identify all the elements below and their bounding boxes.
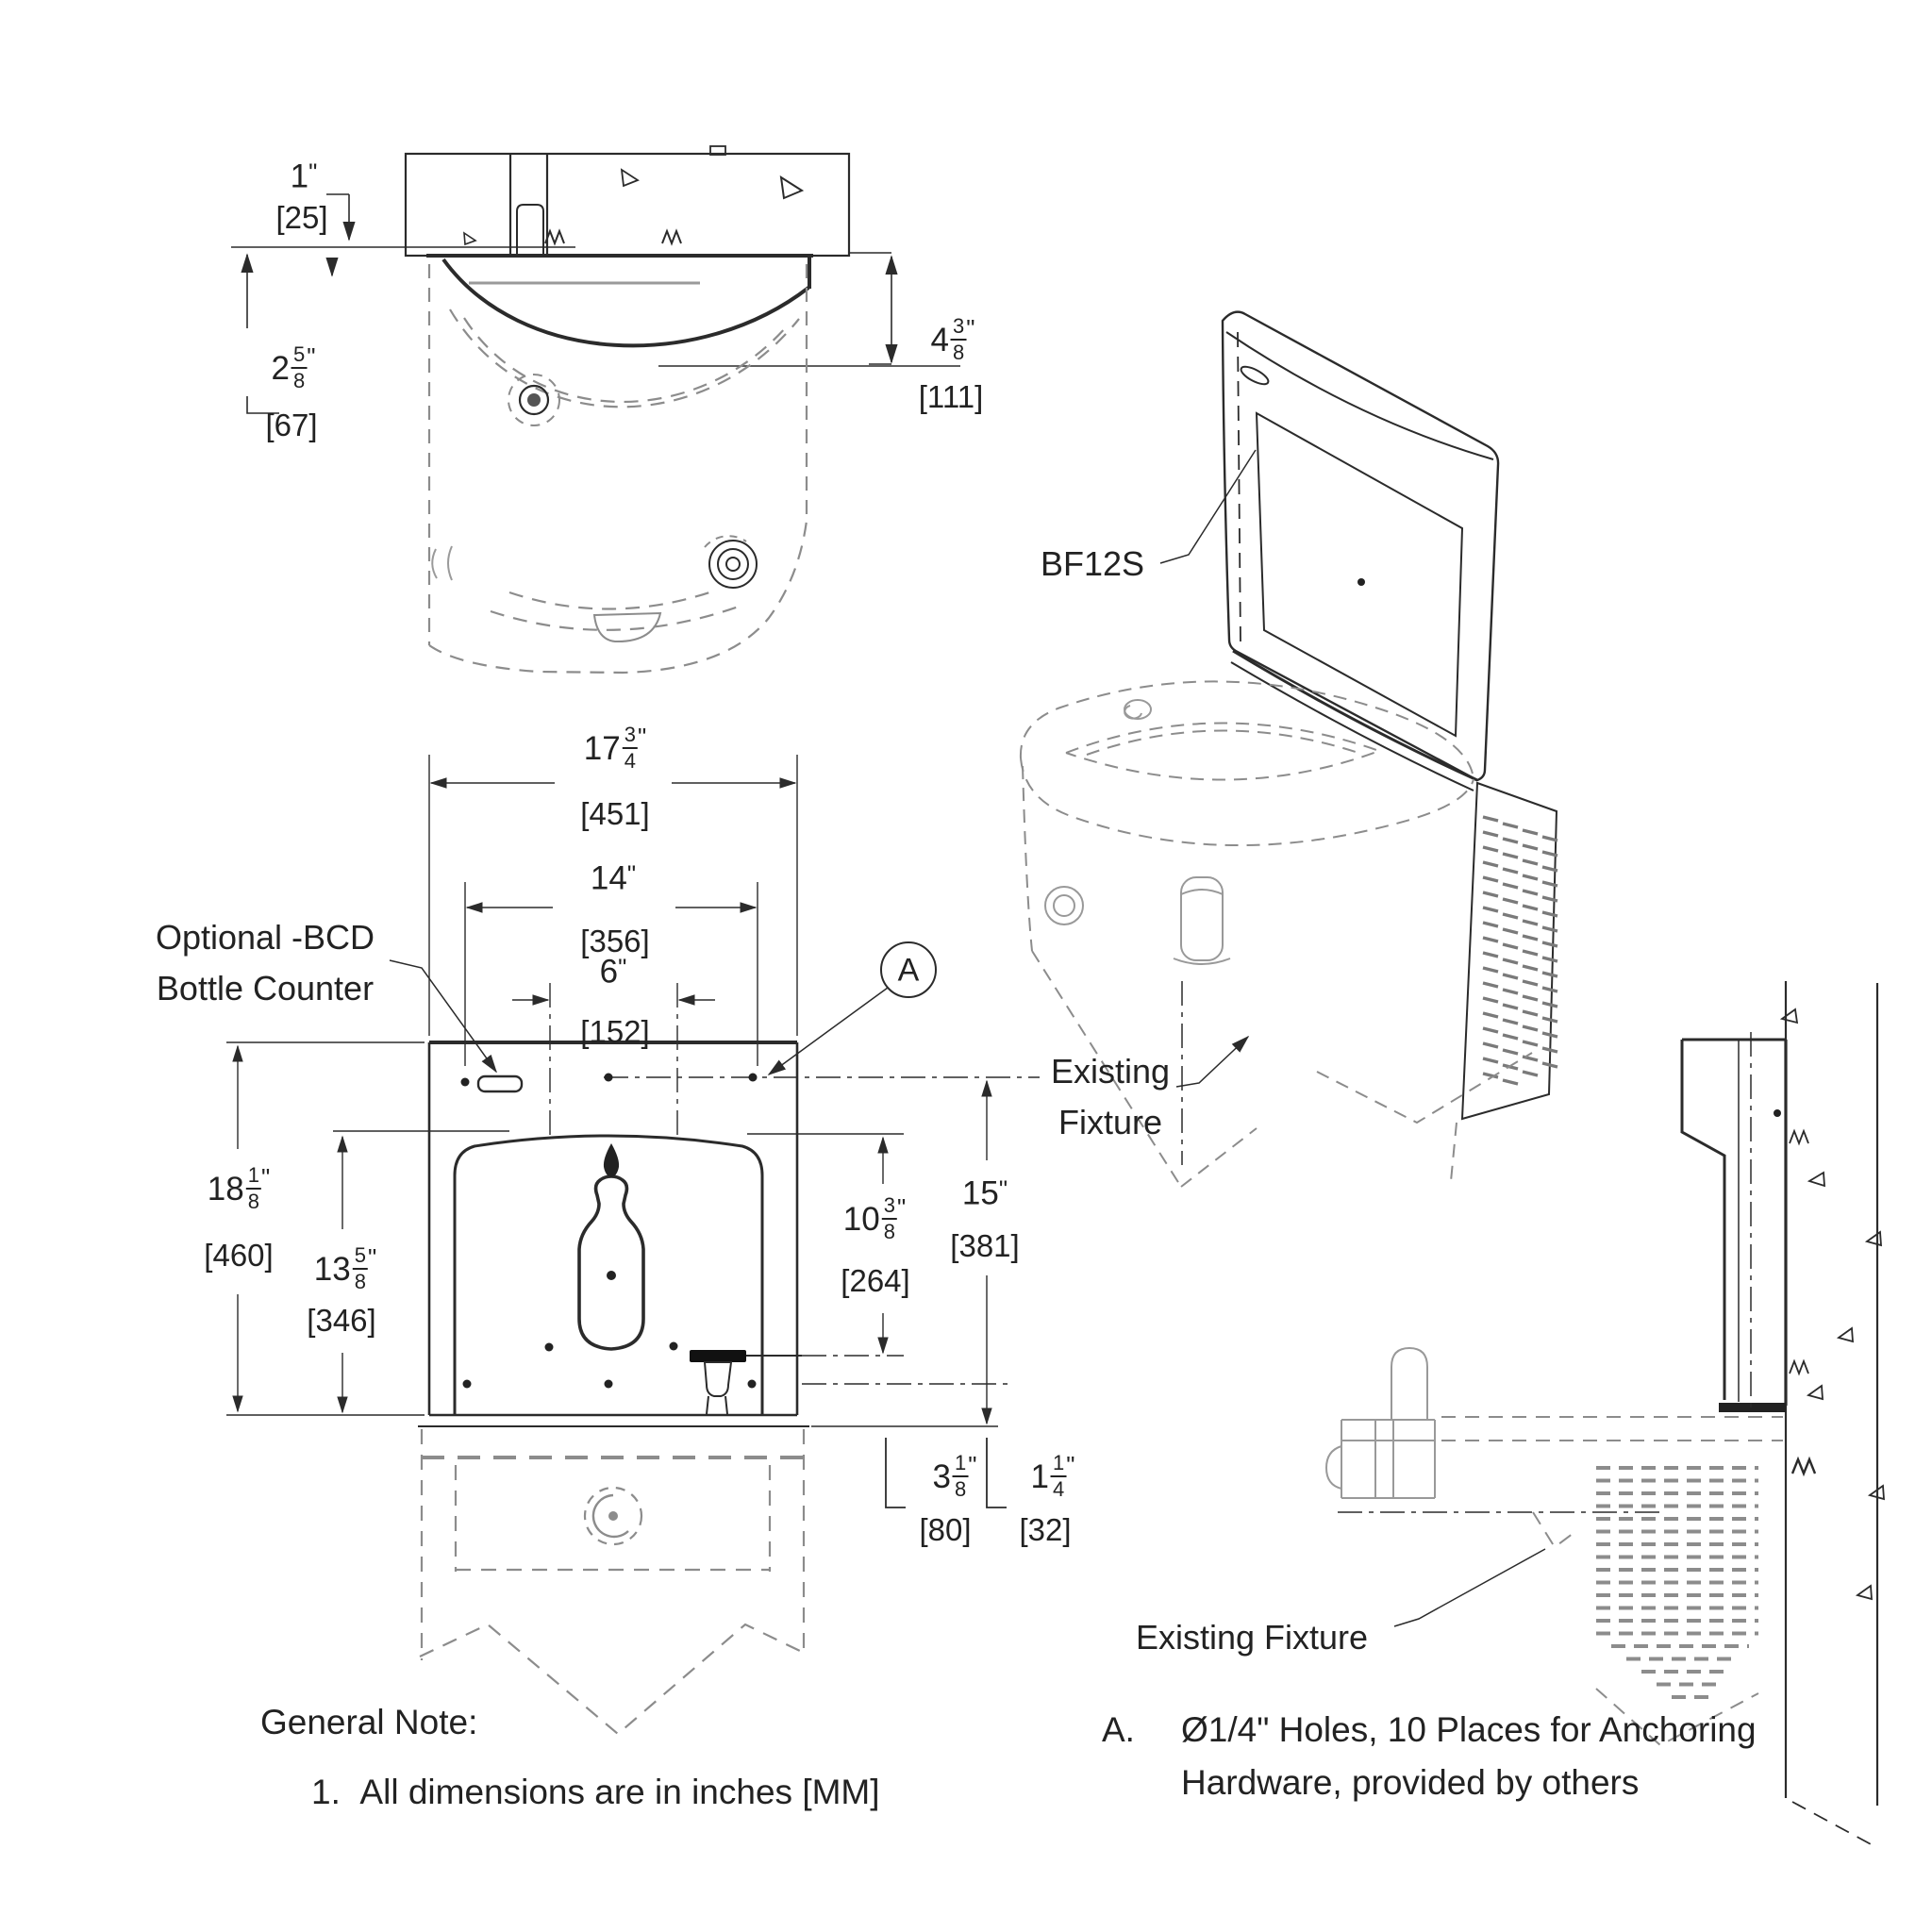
existing-fixture-plan-dashed [427,264,808,675]
dim-4-3-8-mm: [111] [918,379,984,414]
bf12s-profile [1680,1038,1786,1400]
dim-10-3-8-mm: [264] [841,1263,910,1298]
existing-fixture-iso-label: Existing Fixture [1050,1052,1171,1141]
dim-15-mm: [381] [950,1228,1020,1263]
dim-17-3-4-mm: [451] [580,796,650,831]
top-plan-view [231,145,960,675]
general-note-title: General Note: [260,1703,478,1741]
bowl-front-arc [441,258,810,348]
isometric-view [1019,310,1558,1188]
alcove-arch [453,1134,764,1415]
existing-fixture-iso-dashed [1019,680,1533,1188]
callout-a-circle [880,941,937,998]
dim-15: 15" [961,1174,1008,1212]
model-label: BF12S [1040,544,1145,583]
dim-6-mm: [152] [580,1014,650,1049]
louver-slots [1482,815,1558,1086]
dim-2-5-8-mm: [67] [265,408,318,442]
dim-13-5-8-mm: [346] [307,1303,376,1338]
drain-swirl-icon [508,374,560,426]
dim-1in: 1" [290,158,318,195]
side-profile-view [1324,981,1885,1846]
anchor-mark-icon [463,231,477,246]
note-a-id: A. [1102,1710,1135,1749]
optional-bcd-label: Optional -BCD Bottle Counter [155,918,375,1008]
bubbler-front [690,1350,746,1362]
bubbler-plan-icon [704,535,758,589]
dim-6: 6" [599,953,627,991]
dim-1-1-4-mm: [32] [1019,1512,1072,1547]
wall-plate-outline [404,152,851,258]
callout-a-letter: A [897,952,920,989]
dim-14-mm: [356] [580,924,650,958]
existing-bubbler-profile [1324,1346,1436,1499]
front-view [226,755,1040,1736]
dim-18-1-8-mm: [460] [204,1238,274,1273]
water-drop-icon [603,1143,620,1177]
mount-bracket [516,204,544,256]
bottle-icon [577,1174,645,1351]
bcd-counter-slot [476,1074,524,1093]
anchor-holes [460,1073,758,1389]
dim-3-1-8-mm: [80] [919,1512,972,1547]
existing-fixture-front-dashed [419,1429,806,1736]
anchor-mark-icon [779,175,805,200]
dim-1in-mm: [25] [275,200,328,235]
note-a-text: Ø1/4" Holes, 10 Places for Anchoring Har… [1181,1710,1757,1802]
anchor-mark-icon [620,168,640,188]
existing-fixture-side-label: Existing Fixture [1135,1618,1369,1657]
general-note-item: 1. All dimensions are in inches [MM] [311,1773,880,1811]
dim-14: 14" [590,859,637,897]
drain-hatch [1596,1466,1758,1699]
louver-panel [1460,781,1558,1121]
wall-anchor-icons [1779,1008,1885,1601]
bowl-rim [1232,649,1478,782]
